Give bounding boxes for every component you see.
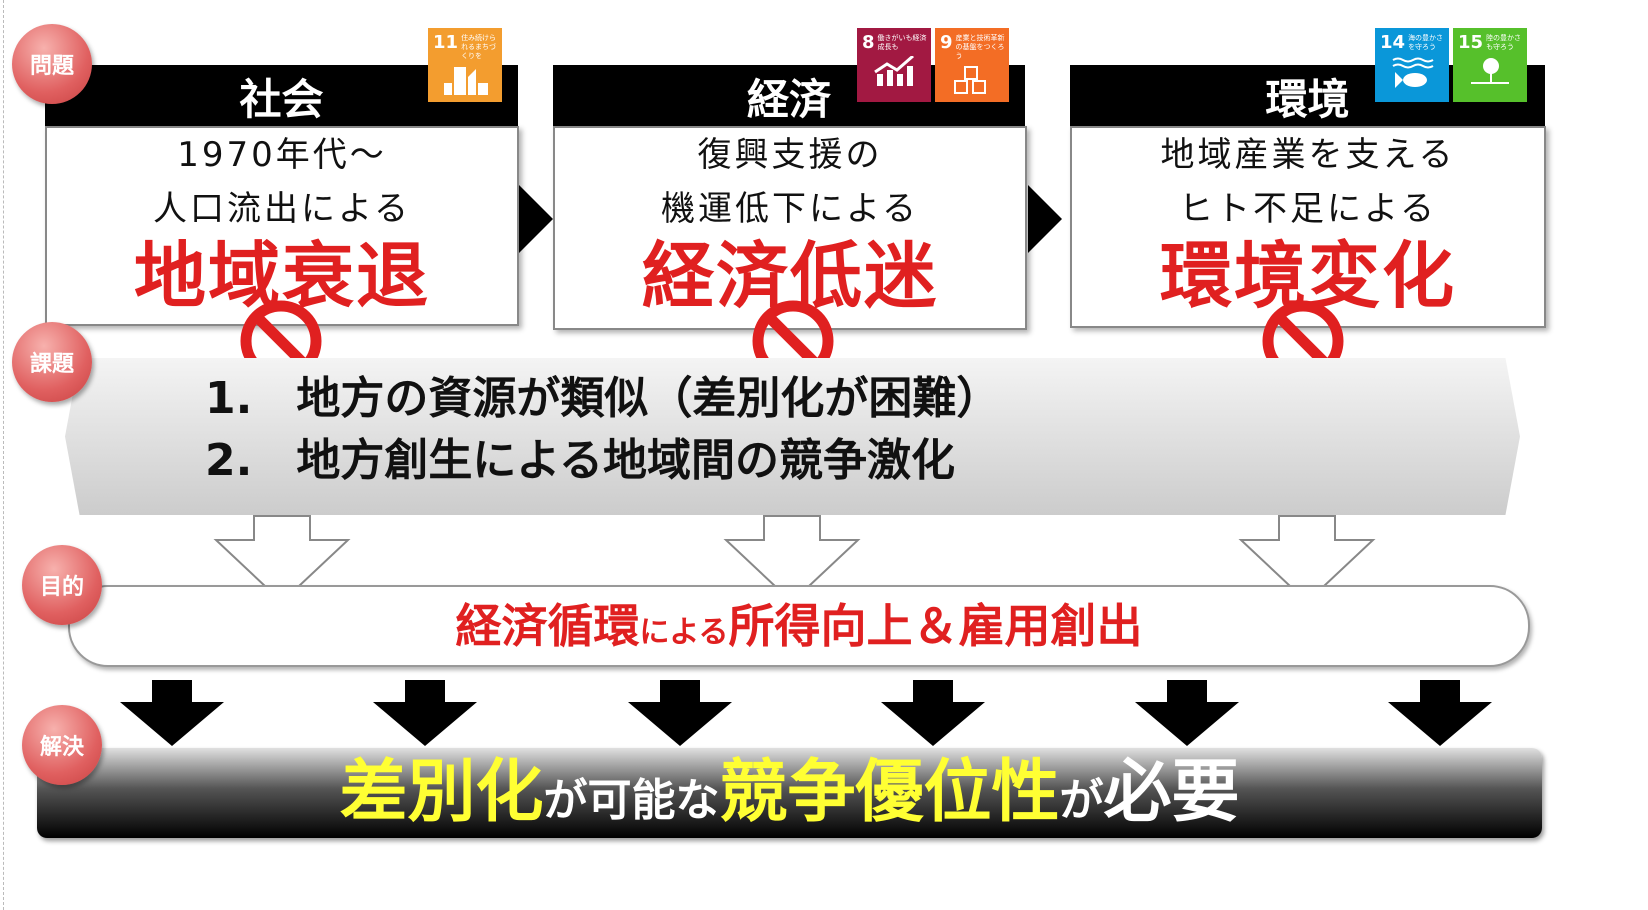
down-arrow-icon <box>881 680 985 746</box>
down-arrow-icon <box>120 680 224 746</box>
goal-bar: 経済循環による所得向上＆雇用創出 <box>68 585 1530 667</box>
badge-problem: 問題 <box>12 24 92 104</box>
box-line: ヒト不足による <box>1179 189 1437 229</box>
down-arrow-outline-icon <box>723 515 861 604</box>
box-economy: 復興支援の 機運低下による 経済低迷 <box>553 126 1027 330</box>
solution-text: が可能な <box>543 775 720 826</box>
badge-purpose: 目的 <box>22 545 102 625</box>
issues-banner <box>65 358 1520 515</box>
issue-item: 2. 地方創生による地域間の競争激化 <box>205 435 956 486</box>
goal-text: による <box>639 615 729 650</box>
box-society: 1970年代～ 人口流出による 地域衰退 <box>45 126 519 326</box>
box-line: 人口流出による <box>153 189 411 229</box>
goal-text: 経済循環 <box>455 599 640 653</box>
solution-text: 必要 <box>1103 753 1240 832</box>
solution-text: 競争優位性 <box>719 753 1060 832</box>
down-arrow-icon <box>1388 680 1492 746</box>
box-line: 機運低下による <box>661 189 919 229</box>
solution-bar: 差別化が可能な競争優位性が必要 <box>37 748 1542 838</box>
down-arrow-outline-icon <box>213 515 351 604</box>
solution-text: 差別化 <box>339 753 544 832</box>
issue-item: 1. 地方の資源が類似（差別化が困難） <box>205 373 1001 424</box>
box-line: 復興支援の <box>697 135 883 175</box>
box-environment: 地域産業を支える ヒト不足による 環境変化 <box>1070 126 1546 328</box>
badge-issue: 課題 <box>12 322 92 402</box>
right-triangle-icon <box>519 185 553 253</box>
down-arrow-icon <box>373 680 477 746</box>
issues-list: 1. 地方の資源が類似（差別化が困難） 2. 地方創生による地域間の競争激化 <box>205 368 1000 492</box>
right-triangle-icon <box>1028 185 1062 253</box>
down-arrow-icon <box>628 680 732 746</box>
badge-solution: 解決 <box>22 705 102 785</box>
down-arrow-outline-icon <box>1238 515 1376 604</box>
solution-text: が <box>1059 775 1104 826</box>
down-arrow-icon <box>1135 680 1239 746</box>
box-line: 1970年代～ <box>177 135 387 175</box>
dashed-guide <box>3 0 4 910</box>
box-line: 地域産業を支える <box>1160 135 1456 175</box>
goal-text: 所得向上＆雇用創出 <box>728 599 1143 653</box>
